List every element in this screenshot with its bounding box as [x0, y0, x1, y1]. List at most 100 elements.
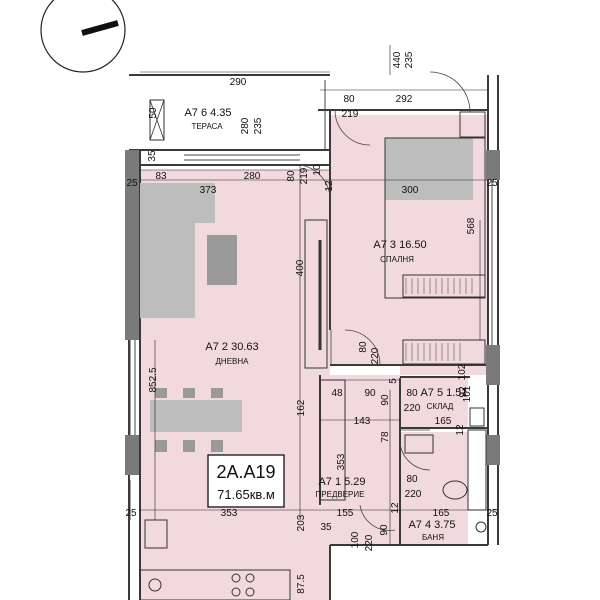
- room-name-hall: ПРЕДВЕРИЕ: [316, 490, 365, 499]
- room-title-terrace: A7 6 4.35: [184, 107, 231, 119]
- stove-burner: [231, 573, 241, 583]
- dim-label: 373: [200, 185, 217, 196]
- dim-label: 292: [396, 94, 413, 105]
- bedroom-fill-lower: [400, 365, 488, 375]
- dim-label: 101: [462, 385, 473, 402]
- dim-label: 300: [402, 185, 419, 196]
- dim-label: 290: [230, 77, 247, 88]
- hall-fill: [320, 375, 400, 545]
- dim-label: 12: [324, 180, 335, 192]
- storage-fill: [400, 378, 468, 428]
- dim-label: 219: [342, 109, 359, 120]
- dim-label: 25: [126, 178, 138, 189]
- dim-label: 10: [312, 164, 323, 176]
- tv-unit: [304, 219, 328, 369]
- dim-label: 35: [147, 150, 158, 162]
- dim-label: 90: [379, 524, 390, 536]
- stove-burner: [245, 573, 255, 583]
- shower: [467, 429, 487, 511]
- dim-label: 143: [354, 416, 371, 427]
- dim-label: 102: [457, 363, 468, 380]
- terrace-rail: [149, 99, 165, 141]
- dim-label: 165: [433, 508, 450, 519]
- compass: [40, 0, 126, 73]
- chair: [155, 388, 167, 398]
- dim-label: 203: [296, 514, 307, 531]
- chair: [211, 388, 223, 398]
- dim-label: 90: [380, 394, 391, 406]
- dimension-labels: 290 80 219 292 83 280 373 25 25 300 48 9…: [125, 77, 498, 533]
- dim-label: 80: [358, 341, 369, 353]
- kitchen-sink: [144, 519, 168, 549]
- drain-icon: [475, 521, 487, 533]
- dim-label: 50: [148, 107, 159, 119]
- unit-area: 71.65кв.м: [217, 487, 275, 502]
- dim-label: 80: [286, 170, 297, 182]
- dim-label: 220: [370, 347, 381, 364]
- washbasin: [404, 434, 434, 454]
- dim-label: 165: [435, 416, 452, 427]
- windows: [129, 80, 493, 520]
- dim-label: 852.5: [148, 367, 159, 392]
- terrace-rail-x: [149, 99, 165, 141]
- dim-label: 235: [404, 51, 415, 68]
- living-fill: [140, 170, 395, 600]
- water-heater: [469, 407, 485, 427]
- room-name-bedroom: СПАЛНЯ: [380, 255, 414, 264]
- room-name-living: ДНЕВНА: [216, 357, 250, 366]
- wardrobe-2: [402, 339, 486, 365]
- dim-label: 92: [458, 386, 469, 398]
- unit-code: 2A.A19: [216, 462, 275, 482]
- chairs: [155, 388, 223, 452]
- door-arc: [344, 329, 381, 366]
- dim-label: 220: [364, 534, 375, 551]
- bed-frame: [384, 137, 486, 299]
- room-title-storage: A7 5 1.51: [420, 387, 467, 399]
- wall-block: [486, 345, 500, 385]
- room-title-bedroom: A7 3 16.50: [373, 239, 426, 251]
- room-title-bathroom: A7 4 3.75: [408, 519, 455, 531]
- kitchen-counter: [139, 569, 291, 600]
- dim-label: 80: [406, 388, 418, 399]
- chair: [211, 440, 223, 452]
- dim-label: 280: [244, 171, 261, 182]
- nightstand: [459, 111, 486, 138]
- chair: [183, 440, 195, 452]
- dim-label: 35: [320, 522, 332, 533]
- room-labels: A7 6 4.35 ТЕРАСА A7 3 16.50 СПАЛНЯ A7 2 …: [184, 107, 467, 542]
- dim-label: 100: [350, 531, 361, 548]
- dimension-labels-vertical: 440 235 280 235 50 35 80 219 10 12 568 4…: [147, 51, 477, 594]
- room-title-living: A7 2 30.63: [205, 341, 258, 353]
- dim-label: 25: [125, 508, 137, 519]
- room-name-storage: СКЛАД: [427, 402, 454, 411]
- wall-block: [125, 435, 139, 475]
- unit-badge: 2A.A19 71.65кв.м: [207, 454, 285, 508]
- dim-label: 568: [466, 217, 477, 234]
- wardrobe: [402, 274, 486, 298]
- dim-label: 353: [336, 453, 347, 470]
- coffee-table: [207, 235, 237, 285]
- dim-label: 12: [455, 424, 466, 436]
- north-arrow-icon: [81, 20, 119, 36]
- dim-label: 90: [364, 388, 376, 399]
- toilet: [442, 480, 468, 500]
- dim-label: 353: [221, 508, 238, 519]
- wall-block: [486, 150, 500, 180]
- wall-blocks: [125, 150, 500, 475]
- chair: [155, 440, 167, 452]
- chair: [183, 388, 195, 398]
- door-arc: [399, 439, 431, 471]
- wall-block: [125, 180, 139, 340]
- room-name-bathroom: БАНЯ: [422, 533, 444, 542]
- dim-label: 219: [299, 167, 310, 184]
- dim-label: 440: [392, 51, 403, 68]
- dim-label: 48: [331, 388, 343, 399]
- sink-bowl: [148, 578, 162, 592]
- bed: [385, 138, 473, 200]
- stove-burner: [231, 587, 241, 597]
- dim-label: 235: [253, 117, 264, 134]
- door-arc: [299, 164, 331, 201]
- dim-label: 400: [295, 259, 306, 276]
- dimension-lines: [140, 45, 498, 545]
- dim-label: 280: [240, 117, 251, 134]
